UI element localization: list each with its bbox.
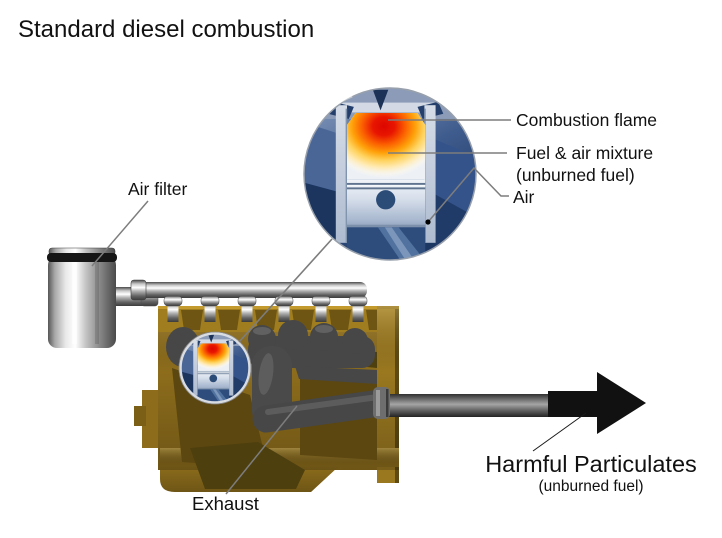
harmful-particulates-label: Harmful Particulates (unburned fuel) [482, 451, 700, 496]
air-filter-label: Air filter [128, 179, 188, 199]
glass-highlight [318, 94, 353, 120]
fuel-air-mixture-label: Fuel & air mixture (unburned fuel) [516, 142, 653, 186]
cam-cover-notches [181, 310, 377, 330]
harmful-particulates-label-sub: (unburned fuel) [538, 478, 644, 495]
harmful-particulates-label-main: Harmful Particulates [485, 451, 697, 477]
mini-combustion-inset [178, 331, 252, 405]
fuel-air-mixture-label-line2: (unburned fuel) [516, 165, 635, 185]
exhaust-pipe-graphic [252, 346, 550, 433]
inset-connector-line [238, 238, 333, 343]
air-filter-leader-line [91, 200, 149, 267]
combustion-flame-label: Combustion flame [516, 110, 658, 130]
air-label: Air [513, 187, 535, 207]
harmful-particulates-arrow [548, 372, 646, 434]
exhaust-manifold-graphic [166, 320, 377, 384]
exhaust-label: Exhaust [192, 493, 259, 514]
intake-runners [163, 295, 368, 322]
exhaust-leader-line [225, 405, 298, 495]
air-leader-line [427, 166, 509, 223]
label-leader-lines [91, 119, 587, 495]
fuel-air-mixture-label-line1: Fuel & air mixture [516, 143, 654, 163]
harmful-particulates-leader-line [532, 412, 587, 452]
intake-manifold-graphic [130, 279, 368, 322]
page-title: Standard diesel combustion [18, 16, 315, 43]
air-point-dot [425, 219, 431, 225]
combustion-inset-circle [238, 87, 477, 343]
